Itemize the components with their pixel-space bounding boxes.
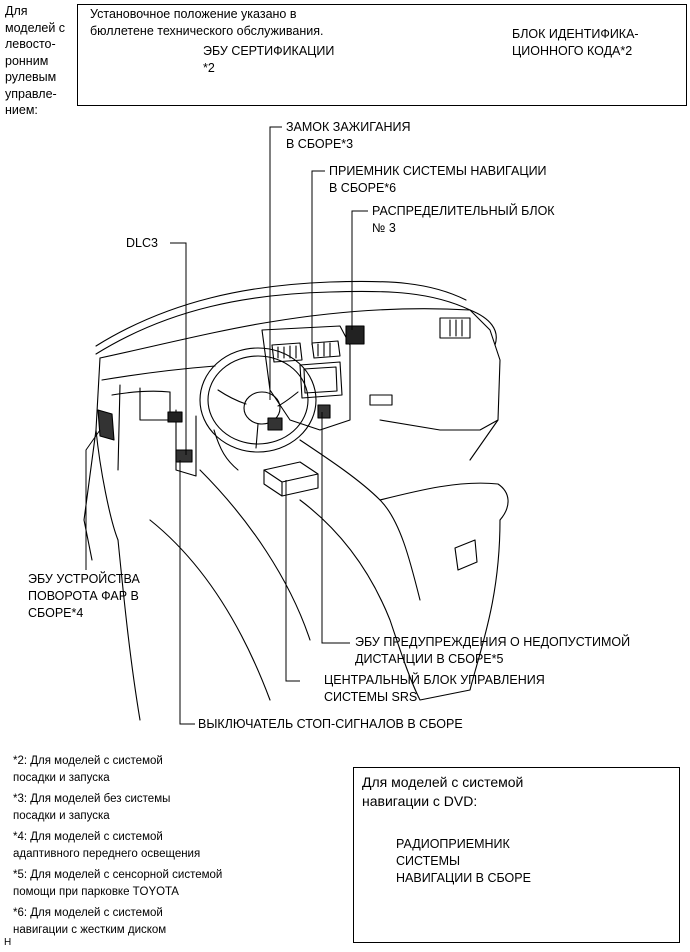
stop-lamp-switch-label: ВЫКЛЮЧАТЕЛЬ СТОП-СИГНАЛОВ В СБОРЕ: [198, 717, 463, 731]
distance-warning-ecu-label: ЭБУ ПРЕДУПРЕЖДЕНИЯ О НЕДОПУСТИМОЙ ДИСТАН…: [355, 634, 630, 668]
label-line: ПОВОРОТА ФАР В: [28, 589, 139, 603]
footnotes: *2: Для моделей с системой посадки и зап…: [13, 753, 222, 938]
label-line: В СБОРЕ*3: [286, 137, 354, 151]
windshield-edge: [95, 280, 467, 347]
srs-unit: [263, 461, 319, 497]
footnote: *2: Для моделей с системой посадки и зап…: [13, 753, 222, 786]
label-line: СИСТЕМЫ: [396, 854, 461, 868]
footnote-line: помощи при парковке TOYOTA: [13, 885, 179, 898]
label-line: РАДИОПРИЕМНИК: [396, 837, 510, 851]
left-note-line: ронним: [5, 53, 49, 68]
left-note-line: моделей с: [5, 20, 66, 35]
label-line: СИСТЕМЫ SRS: [324, 690, 418, 704]
label-line: БЛОК ИДЕНТИФИКА-: [512, 27, 639, 41]
dvd-nav-inset-box: [353, 767, 680, 943]
footnote-line: *6: Для моделей с системой: [13, 907, 163, 919]
footnote: *6: Для моделей с системой навигации с ж…: [13, 905, 222, 938]
label-line: ЭБУ ПРЕДУПРЕЖДЕНИЯ О НЕДОПУСТИМОЙ: [355, 635, 631, 649]
srs-center-unit-label: ЦЕНТРАЛЬНЫЙ БЛОК УПРАВЛЕНИЯ СИСТЕМЫ SRS: [324, 672, 545, 706]
label-line: ЦЕНТРАЛЬНЫЙ БЛОК УПРАВЛЕНИЯ: [324, 673, 545, 687]
bulletin-note-line: бюллетене технического обслуживания.: [90, 24, 324, 38]
top-info-box: [77, 4, 687, 106]
nav-screen: [299, 361, 343, 399]
footnote-line: адаптивного переднего освещения: [13, 847, 201, 860]
label-line: НАВИГАЦИИ В СБОРЕ: [396, 871, 531, 885]
junction-block-label: РАСПРЕДЕЛИТЕЛЬНЫЙ БЛОК № 3: [372, 203, 555, 237]
footnote: *3: Для моделей без системы посадки и за…: [13, 791, 222, 824]
footnote: *5: Для моделей с сенсорной системой пом…: [13, 867, 222, 900]
label-line: ЦИОННОГО КОДА*2: [512, 44, 633, 58]
service-bulletin-note: Установочное положение указано в бюллете…: [90, 6, 323, 40]
floor-console: [299, 439, 509, 521]
label-line: ЗАМОК ЗАЖИГАНИЯ: [286, 120, 411, 134]
bulletin-note-line: Установочное положение указано в: [90, 7, 297, 21]
footnote: *4: Для моделей с системой адаптивного п…: [13, 829, 222, 862]
label-line: ДИСТАНЦИИ В СБОРЕ*5: [355, 652, 504, 666]
title-line: навигации с DVD:: [362, 793, 478, 809]
label-line: РАСПРЕДЕЛИТЕЛЬНЫЙ БЛОК: [372, 204, 555, 218]
label-line: СБОРЕ*4: [28, 606, 84, 620]
footnote-line: *2: Для моделей с системой: [13, 755, 163, 767]
footnote-line: посадки и запуска: [13, 809, 110, 822]
footnote-line: *5: Для моделей с сенсорной системой: [13, 869, 223, 881]
label-line: № 3: [372, 221, 396, 235]
corner-mark: H: [4, 937, 12, 948]
headlight-swivel-ecu-label: ЭБУ УСТРОЙСТВА ПОВОРОТА ФАР В СБОРЕ*4: [28, 571, 140, 622]
left-note-line: Для: [5, 4, 28, 18]
ignition-lock-label: ЗАМОК ЗАЖИГАНИЯ В СБОРЕ*3: [286, 119, 411, 153]
ecu-certification-label: ЭБУ СЕРТИФИКАЦИИ *2: [203, 43, 334, 77]
footnote-line: посадки и запуска: [13, 771, 110, 784]
label-line: *2: [203, 61, 215, 75]
id-code-block-label: БЛОК ИДЕНТИФИКА- ЦИОННОГО КОДА*2: [512, 26, 639, 60]
dlc3-label: DLC3: [126, 236, 158, 250]
radio-nav-receiver-label: РАДИОПРИЕМНИК СИСТЕМЫ НАВИГАЦИИ В СБОРЕ: [396, 836, 531, 887]
dvd-box-title: Для моделей с системой навигации с DVD:: [362, 773, 523, 811]
left-note-line: левосто-: [5, 37, 56, 51]
label-line: ЭБУ УСТРОЙСТВА: [28, 572, 140, 586]
title-line: Для моделей с системой: [362, 774, 524, 790]
nav-receiver-label: ПРИЕМНИК СИСТЕМЫ НАВИГАЦИИ В СБОРЕ*6: [329, 163, 547, 197]
footnote-line: навигации с жестким диском: [13, 923, 167, 936]
label-line: ПРИЕМНИК СИСТЕМЫ НАВИГАЦИИ: [329, 164, 547, 178]
left-drive-note: Для моделей с левосто- ронним рулевым уп…: [5, 3, 65, 119]
left-note-line: рулевым: [5, 70, 57, 84]
dash-top: [99, 308, 497, 359]
left-note-line: нием:: [5, 103, 38, 117]
left-note-line: управле-: [5, 86, 57, 101]
steering-wheel: [199, 347, 317, 453]
label-line: В СБОРЕ*6: [329, 181, 397, 195]
footnote-line: *4: Для моделей с системой: [13, 831, 163, 843]
label-line: ЭБУ СЕРТИФИКАЦИИ: [203, 44, 335, 58]
footnote-line: *3: Для моделей без системы: [13, 793, 171, 805]
